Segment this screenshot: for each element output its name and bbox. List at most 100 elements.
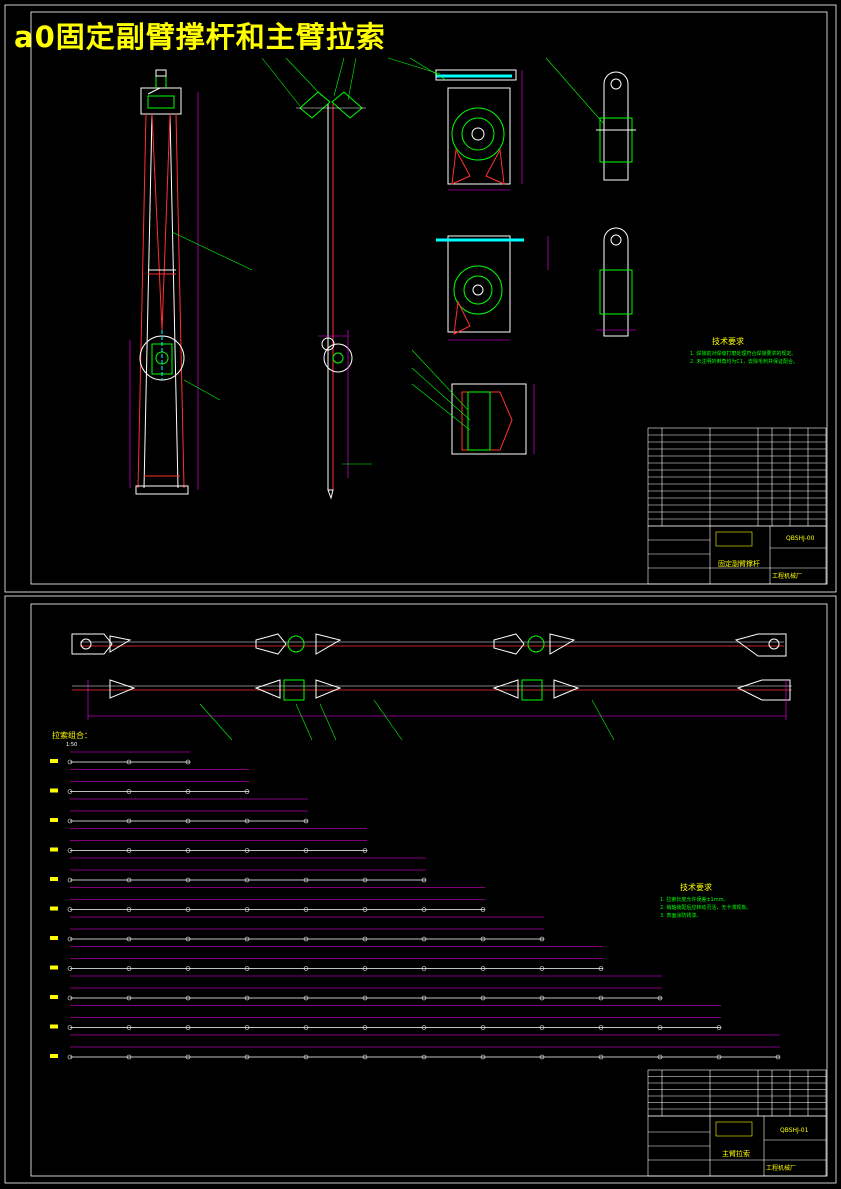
combo-joint-marker bbox=[362, 877, 368, 883]
combo-joint-marker bbox=[598, 995, 604, 1001]
combo-joint-marker bbox=[185, 877, 191, 883]
combo-joint-marker bbox=[185, 848, 191, 853]
combo-joint-marker bbox=[126, 789, 132, 794]
combo-joint-marker bbox=[598, 1025, 604, 1030]
combo-joint-marker bbox=[303, 936, 309, 942]
combo-joint-marker bbox=[244, 818, 250, 824]
combo-joint-marker bbox=[480, 966, 486, 971]
lug-view-lower bbox=[596, 227, 636, 337]
combo-joint-marker bbox=[244, 936, 250, 942]
combo-joint-marker bbox=[421, 936, 427, 942]
drawing-title: a0固定副臂撑杆和主臂拉索 bbox=[14, 20, 386, 54]
combo-joint-marker bbox=[185, 759, 191, 765]
combo-joint-marker bbox=[185, 936, 191, 942]
top-tech-line-2: 2. 未注明的倒角均为C1，去除毛刺并保证配合。 bbox=[690, 358, 798, 365]
combo-joint-marker bbox=[67, 1025, 73, 1030]
combo-row-tag bbox=[50, 818, 58, 822]
combo-joint-marker bbox=[362, 1054, 368, 1060]
combo-joint-marker bbox=[303, 877, 309, 883]
strut-side-view bbox=[261, 57, 372, 500]
top-part-no: QBSHJ-00 bbox=[786, 535, 815, 542]
combo-joint-marker bbox=[539, 936, 545, 942]
combo-joint-marker bbox=[657, 1054, 663, 1060]
combo-joint-marker bbox=[421, 1025, 427, 1030]
bottom-part-no: QBSHJ-01 bbox=[780, 1127, 809, 1134]
combo-joint-marker bbox=[362, 848, 368, 853]
combo-title: 拉索组合： bbox=[52, 730, 92, 740]
combo-joint-marker bbox=[126, 877, 132, 883]
combo-joint-marker bbox=[244, 907, 250, 912]
top-tech-line-1: 1. 焊接前对焊缝打磨处理符合焊接要求的规定。 bbox=[690, 350, 796, 357]
combo-joint-marker bbox=[185, 907, 191, 912]
combo-joint-marker bbox=[67, 907, 73, 912]
combo-row-tag bbox=[50, 1054, 58, 1058]
combo-joint-marker bbox=[126, 936, 132, 942]
combo-joint-marker bbox=[598, 966, 604, 971]
combo-joint-marker bbox=[598, 1054, 604, 1060]
combo-joint-marker bbox=[716, 1054, 722, 1060]
bottom-company: 工程机械厂 bbox=[766, 1164, 796, 1172]
pulley-head-front bbox=[387, 57, 523, 191]
combo-joint-marker bbox=[657, 995, 663, 1001]
combo-row-tag bbox=[50, 1024, 58, 1029]
combo-joint-marker bbox=[67, 848, 73, 853]
combo-joint-marker bbox=[303, 818, 309, 824]
top-title-block bbox=[647, 525, 827, 585]
lug-view-upper bbox=[545, 57, 636, 181]
combo-joint-marker bbox=[303, 966, 309, 971]
combo-joint-marker bbox=[67, 995, 73, 1001]
combo-joint-marker bbox=[244, 1054, 250, 1060]
combo-joint-marker bbox=[421, 1054, 427, 1060]
cable-combinations bbox=[50, 751, 781, 1060]
combo-joint-marker bbox=[362, 995, 368, 1001]
bottom-tech-line-3: 3. 表面涂防锈漆。 bbox=[660, 912, 701, 919]
combo-joint-marker bbox=[185, 1054, 191, 1060]
combo-row-tag bbox=[50, 906, 58, 911]
combo-joint-marker bbox=[421, 995, 427, 1001]
combo-joint-marker bbox=[362, 966, 368, 971]
combo-joint-marker bbox=[362, 936, 368, 942]
combo-joint-marker bbox=[421, 877, 427, 883]
pulley-head-side bbox=[436, 235, 549, 341]
bottom-tech-line-1: 1. 拉索长度允许误差±1mm。 bbox=[660, 896, 728, 903]
combo-joint-marker bbox=[716, 1025, 722, 1030]
combo-joint-marker bbox=[303, 907, 309, 912]
combo-row-tag bbox=[50, 847, 58, 852]
combo-joint-marker bbox=[775, 1054, 781, 1060]
combo-joint-marker bbox=[480, 1054, 486, 1060]
strut-frame-view bbox=[129, 69, 253, 495]
combo-joint-marker bbox=[126, 907, 132, 912]
bottom-title-block bbox=[647, 1115, 827, 1177]
top-tech-title: 技术要求 bbox=[712, 336, 744, 346]
combo-joint-marker bbox=[480, 995, 486, 1001]
combo-joint-marker bbox=[303, 848, 309, 853]
combo-joint-marker bbox=[539, 966, 545, 971]
combo-joint-marker bbox=[303, 1025, 309, 1030]
combo-joint-marker bbox=[480, 1025, 486, 1030]
combo-joint-marker bbox=[126, 966, 132, 971]
top-drawing-name: 固定副臂撑杆 bbox=[718, 559, 760, 568]
bottom-tech-line-2: 2. 销轴装配后应转动灵活，无卡滞现象。 bbox=[660, 904, 751, 911]
combo-row-tag bbox=[50, 995, 58, 999]
combo-joint-marker bbox=[539, 995, 545, 1001]
combo-row-tag bbox=[50, 965, 58, 970]
combo-joint-marker bbox=[126, 818, 132, 824]
combo-row-tag bbox=[50, 788, 58, 793]
combo-joint-marker bbox=[67, 789, 73, 794]
combo-joint-marker bbox=[303, 995, 309, 1001]
combo-joint-marker bbox=[67, 818, 73, 824]
combo-joint-marker bbox=[67, 877, 73, 883]
combo-joint-marker bbox=[185, 1025, 191, 1030]
combo-joint-marker bbox=[244, 966, 250, 971]
combo-joint-marker bbox=[185, 966, 191, 971]
combo-joint-marker bbox=[539, 1025, 545, 1030]
top-parts-rows bbox=[648, 434, 826, 520]
cable-assembly-view-1 bbox=[71, 633, 787, 657]
cable-assembly-view-2 bbox=[72, 679, 792, 741]
combo-joint-marker bbox=[480, 907, 486, 912]
combo-scale: 1:50 bbox=[66, 742, 77, 748]
combo-row-tag bbox=[50, 759, 58, 763]
bottom-drawing-name: 主臂拉索 bbox=[722, 1149, 750, 1158]
combo-joint-marker bbox=[244, 995, 250, 1001]
